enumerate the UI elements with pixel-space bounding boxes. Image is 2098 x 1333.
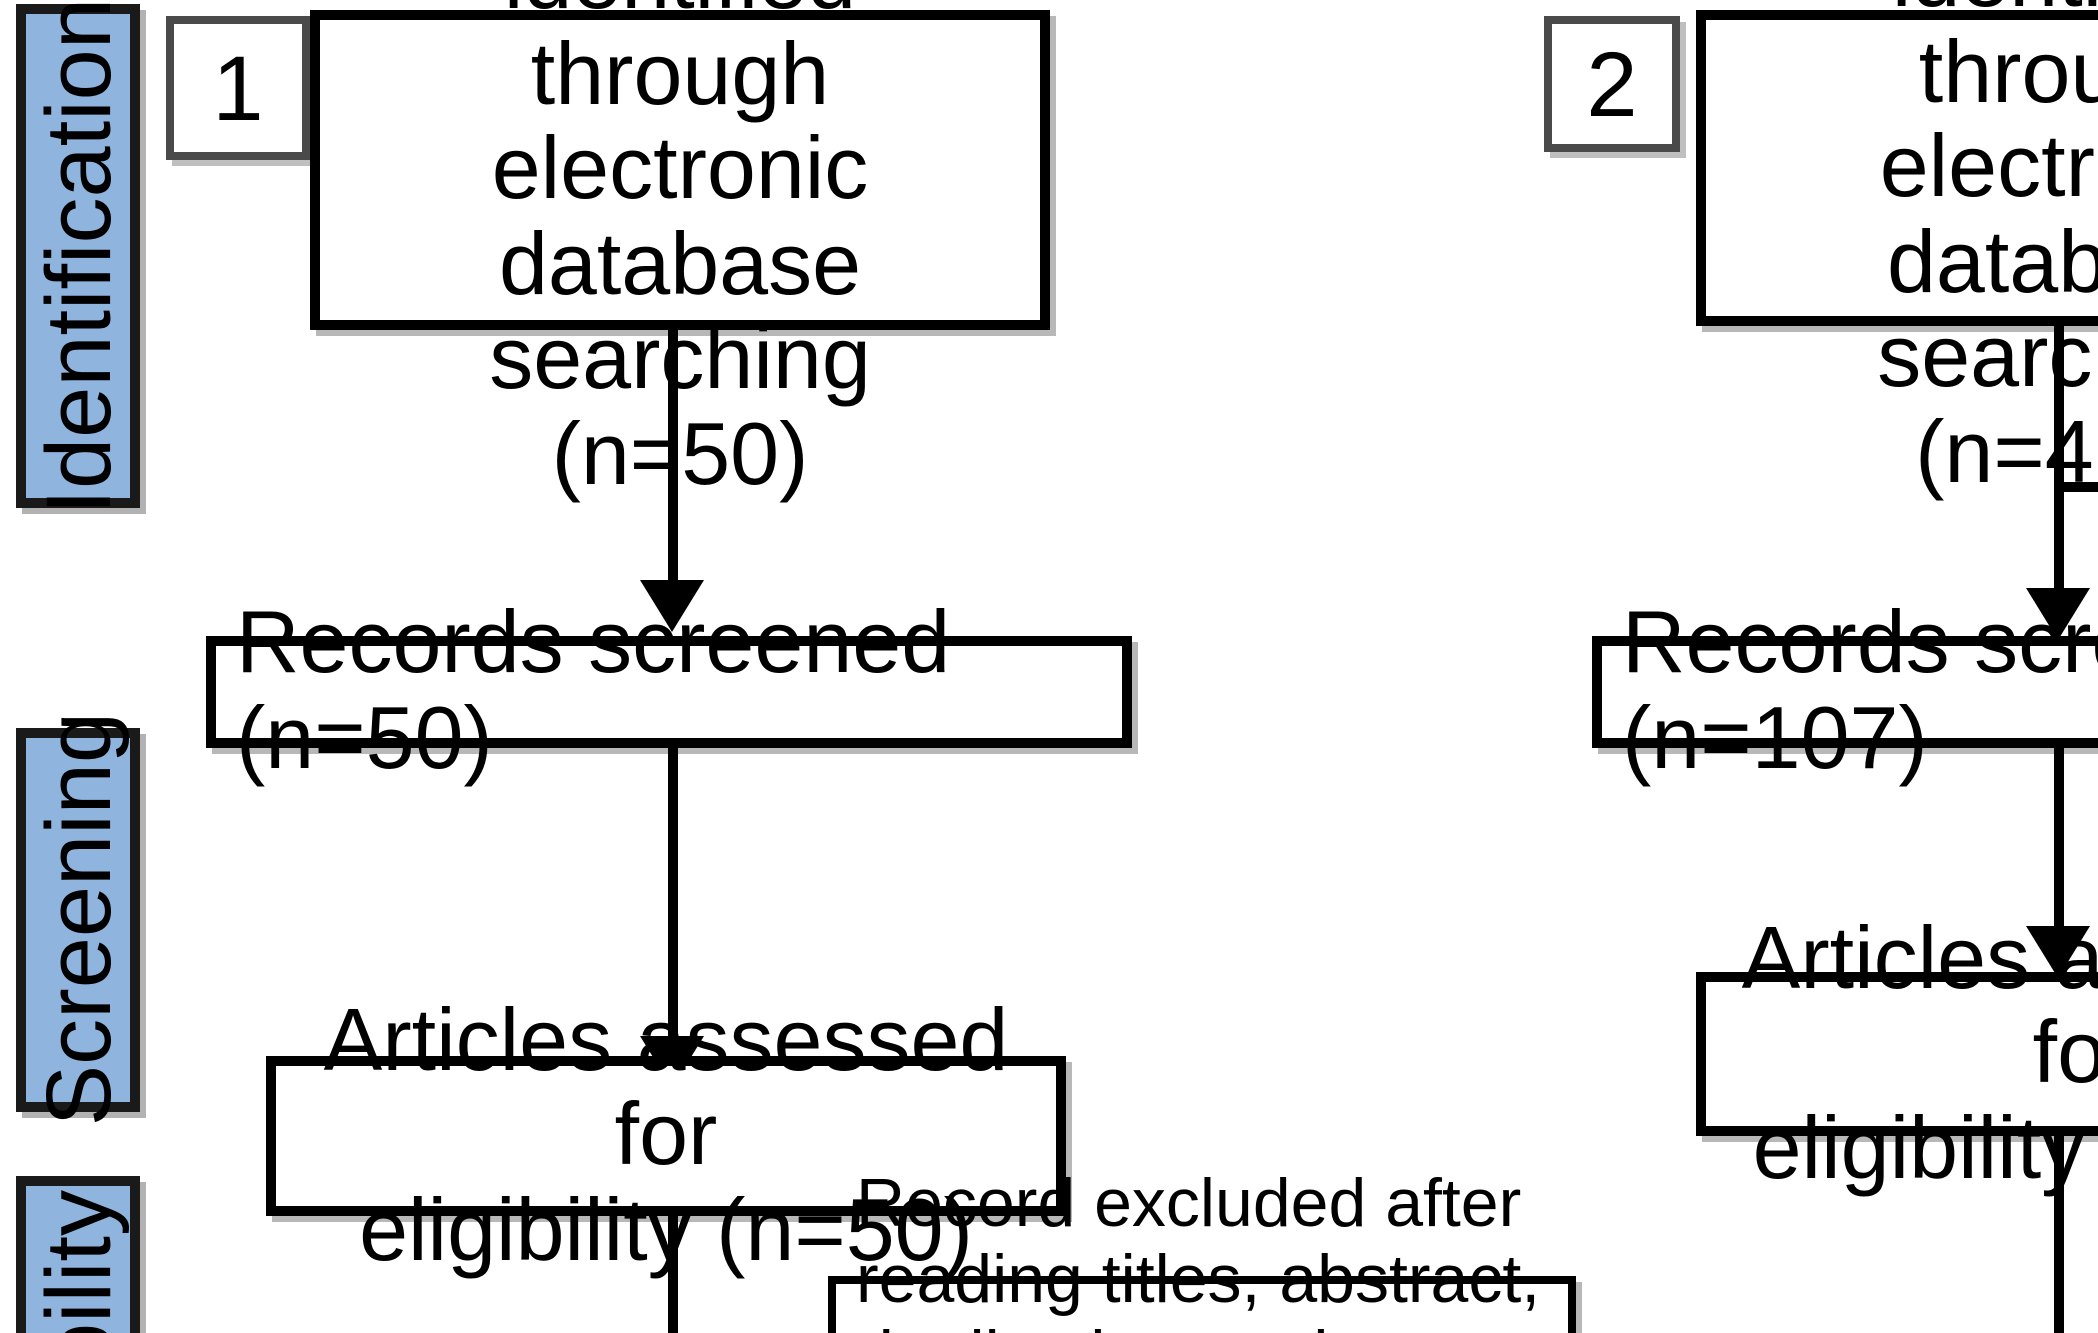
stage-label-identification-text: Identification [26, 0, 130, 515]
panel-number-2: 2 [1544, 16, 1680, 152]
box-p1-records-identified-text: Records identified through electronic da… [489, 0, 871, 504]
box-p1-records-screened: Records screened (n=50) [206, 596, 1132, 787]
box-p1-records-identified: Records identified through electronic da… [310, 0, 1050, 502]
connector-p2-branch-to-excluded-screen [2062, 482, 2098, 492]
arrowhead-p2-screened-to-assessed [2026, 926, 2090, 978]
stage-label-eligibility-text: Eligibility [26, 1189, 130, 1333]
arrowhead-p2-identified-to-screened [2026, 588, 2090, 640]
stage-label-identification: Identification [16, 0, 140, 514]
box-p1-records-screened-text: Records screened (n=50) [236, 594, 951, 788]
connector-p2-assessed-to-included [2054, 1136, 2064, 1333]
connector-p2-screened-to-assessed [2054, 748, 2064, 932]
box-p2-articles-assessed: Articles assessed for eligibility (n=107… [1696, 911, 2098, 1196]
stage-label-screening: Screening [16, 713, 140, 1127]
box-p1-record-excluded: Record excluded after reading titles, ab… [828, 1165, 1576, 1333]
box-p2-articles-assessed-text: Articles assessed for eligibility (n=107… [1741, 909, 2098, 1198]
connector-p1-screened-to-assessed [668, 748, 678, 1042]
panel-number-2-text: 2 [1586, 32, 1638, 136]
box-p2-records-identified: Records identified through electronic da… [1696, 0, 2098, 500]
stage-label-screening-text: Screening [26, 712, 130, 1128]
box-p2-records-screened: Records screened (n=107) [1592, 596, 2098, 787]
box-p1-articles-assessed: Articles assessed for eligibility (n=50) [266, 993, 1066, 1278]
panel-number-1-text: 1 [212, 36, 264, 140]
box-p1-articles-assessed-text: Articles assessed for eligibility (n=50) [323, 991, 1009, 1280]
connector-p1-assessed-to-included [668, 1216, 678, 1333]
connector-p1-identified-to-screened [668, 330, 678, 586]
box-p2-records-identified-text: Records identified through electronic da… [1877, 0, 2098, 502]
connector-p2-identified-to-screened [2054, 326, 2064, 596]
box-p1-record-excluded-text: Record excluded after reading titles, ab… [856, 1165, 1541, 1333]
arrowhead-p1-identified-to-screened [640, 580, 704, 632]
panel-number-1: 1 [166, 16, 310, 160]
box-p2-records-screened-text: Records screened (n=107) [1622, 594, 2098, 788]
stage-label-eligibility: Eligibility [16, 1176, 140, 1333]
